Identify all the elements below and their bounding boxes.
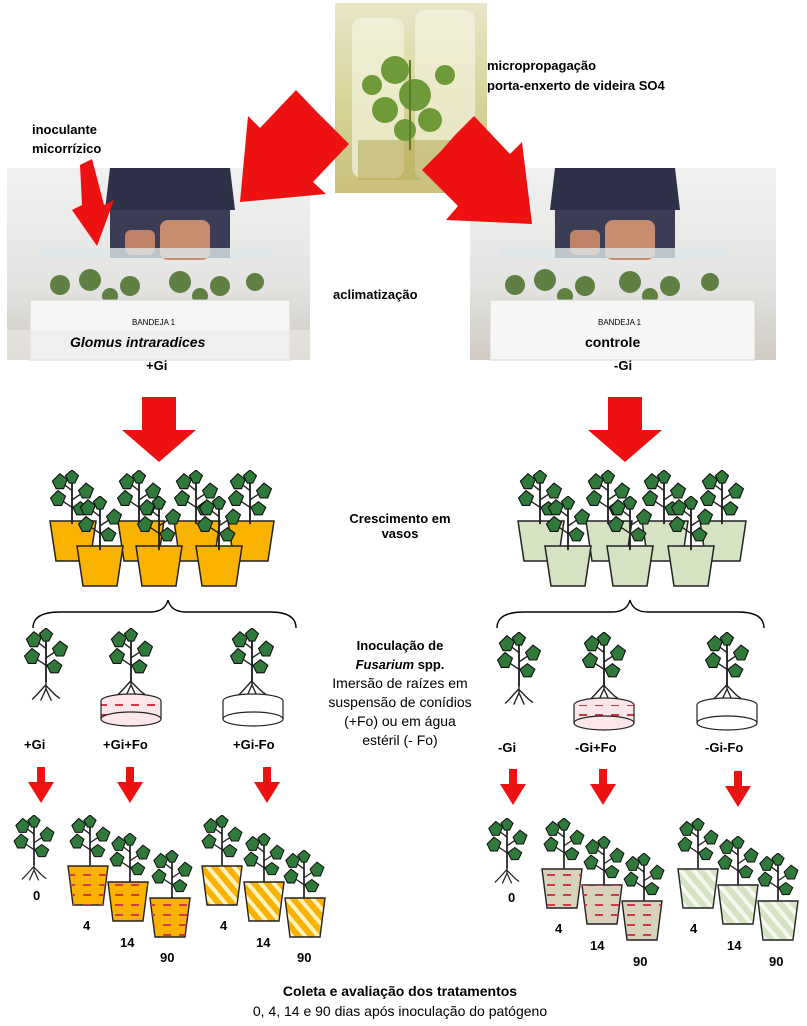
day-0-left: 0: [33, 888, 41, 903]
day-14-left-nofo: 14: [256, 935, 271, 950]
right-tray-tag: BANDEJA 1: [598, 318, 642, 327]
group-label-gi-fo-plus: +Gi+Fo: [103, 737, 148, 752]
day-90-left-nofo: 90: [297, 950, 312, 965]
evaluation-right: [486, 818, 799, 941]
inoculation-title-1: Inoculação de: [356, 638, 444, 653]
growth-label-line2: vasos: [381, 526, 419, 541]
inoculation-desc-4: estéril (- Fo): [362, 732, 438, 748]
day-14-right-fo: 14: [590, 938, 605, 953]
right-tray-control-label: controle: [585, 334, 641, 350]
growth-label: Crescimento em vasos: [320, 511, 480, 541]
group-label-control-fo-minus: -Gi-Fo: [705, 740, 744, 755]
day-4-left-fo: 4: [83, 918, 91, 933]
group-label-control: -Gi: [498, 740, 517, 755]
day-90-left-fo: 90: [160, 950, 175, 965]
left-brace: [32, 599, 297, 629]
left-tray-tag: BANDEJA 1: [132, 318, 176, 327]
left-tray-species-label: Glomus intraradices: [70, 334, 206, 350]
day-14-left-fo: 14: [120, 935, 135, 950]
left-treatment-label: +Gi: [146, 358, 168, 373]
footer-subtitle: 0, 4, 14 e 90 dias após inoculação do pa…: [252, 1003, 548, 1019]
day-0-right: 0: [508, 890, 516, 905]
inoculation-title-2: Fusarium spp.: [305, 655, 495, 674]
inoculation-right: [496, 632, 758, 731]
fusarium-italic: Fusarium: [355, 657, 415, 672]
growth-label-line1: Crescimento em: [349, 511, 451, 526]
pots-gi-group: [49, 470, 275, 587]
inoculation-block: Inoculação de Fusarium spp. Imersão de r…: [305, 636, 495, 750]
fusarium-suffix: spp.: [414, 657, 445, 672]
micropropagation-label: micropropagação: [487, 58, 597, 73]
day-4-right-nofo: 4: [690, 921, 698, 936]
footer-title: Coleta e avaliação dos tratamentos: [282, 983, 518, 999]
inoculation-desc-3: (+Fo) ou em água: [344, 713, 456, 729]
inoculation-desc-1: Imersão de raízes em: [332, 675, 468, 691]
flow-arrows: [28, 90, 751, 807]
day-90-right-fo: 90: [633, 954, 648, 969]
evaluation-left: [13, 815, 326, 938]
day-14-right-nofo: 14: [727, 938, 742, 953]
pots-control-group: [517, 470, 747, 587]
group-label-gi: +Gi: [24, 737, 46, 752]
acclimatization-label: aclimatização: [333, 287, 418, 302]
right-treatment-label: -Gi: [614, 358, 633, 373]
right-brace: [496, 599, 765, 629]
inoculant-label-2: micorrízico: [32, 141, 102, 156]
day-90-right-nofo: 90: [769, 954, 784, 969]
day-4-left-nofo: 4: [220, 918, 228, 933]
day-4-right-fo: 4: [555, 921, 563, 936]
inoculation-left: [23, 628, 284, 727]
inoculant-label-1: inoculante: [32, 122, 98, 137]
rootstock-label: porta-enxerto de videira SO4: [487, 78, 665, 93]
group-label-gi-fo-minus: +Gi-Fo: [233, 737, 275, 752]
group-label-control-fo-plus: -Gi+Fo: [575, 740, 617, 755]
inoculation-desc-2: suspensão de conídios: [328, 694, 472, 710]
